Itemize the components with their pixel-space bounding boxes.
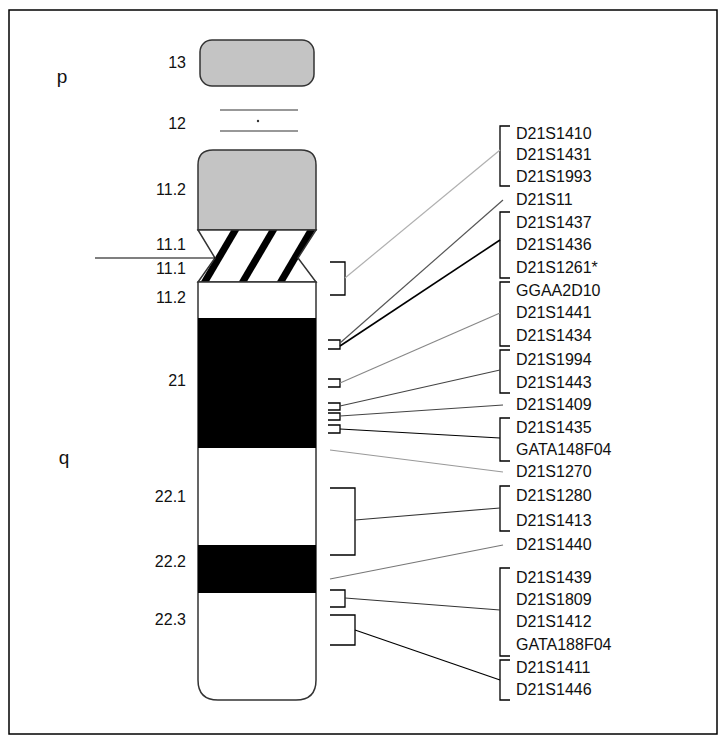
marker-name: D21S1413 — [516, 513, 592, 529]
band-p12-line — [220, 109, 298, 110]
marker-name: D21S1441 — [516, 305, 592, 321]
band-number: 22.1 — [155, 489, 186, 505]
marker-name: D21S1994 — [516, 352, 592, 368]
marker-name: D21S1435 — [516, 420, 592, 436]
marker-name: D21S1261* — [516, 260, 598, 276]
arm-name: p — [57, 67, 68, 86]
marker-name: D21S1436 — [516, 237, 592, 253]
marker-name: D21S1809 — [516, 592, 592, 608]
marker-name: D21S1443 — [516, 375, 592, 391]
dot — [257, 120, 259, 122]
band-p13 — [200, 40, 314, 86]
band-number: 11.2 — [156, 182, 186, 198]
marker-name: D21S1412 — [516, 614, 592, 630]
frame — [9, 10, 717, 734]
band-number: 22.3 — [155, 612, 186, 628]
marker-name: D21S1437 — [516, 215, 592, 231]
band-number: 21 — [168, 373, 186, 389]
marker-name: D21S1993 — [516, 169, 592, 185]
band-number: 11.1 — [156, 261, 186, 277]
marker-name: GATA188F04 — [516, 637, 611, 653]
marker-name: D21S1409 — [516, 397, 592, 413]
arm-name: q — [59, 448, 70, 467]
marker-name: D21S1410 — [516, 126, 592, 142]
band-p11-2 — [198, 150, 316, 230]
band-q22-2 — [198, 545, 316, 593]
marker-name: D21S1446 — [516, 682, 592, 698]
marker-name: D21S11 — [516, 192, 573, 208]
q-arm — [198, 282, 316, 700]
band-p12-line — [220, 130, 298, 131]
marker-name: D21S1434 — [516, 328, 592, 344]
band-q21 — [198, 318, 316, 448]
band-number: 11.2 — [156, 290, 186, 306]
marker-name: GATA148F04 — [516, 442, 611, 458]
marker-name: D21S1439 — [516, 570, 592, 586]
marker-name: D21S1280 — [516, 488, 592, 504]
marker-name: D21S1440 — [516, 537, 592, 553]
marker-name: GGAA2D10 — [516, 283, 600, 299]
marker-name: D21S1270 — [516, 464, 592, 480]
centromere-line — [95, 257, 215, 258]
marker-name: D21S1411 — [516, 660, 590, 676]
band-number: 11.1 — [156, 237, 186, 253]
band-number: 22.2 — [155, 554, 186, 570]
band-number: 12 — [168, 116, 186, 132]
band-number: 13 — [168, 55, 186, 71]
marker-name: D21S1431 — [516, 147, 592, 163]
